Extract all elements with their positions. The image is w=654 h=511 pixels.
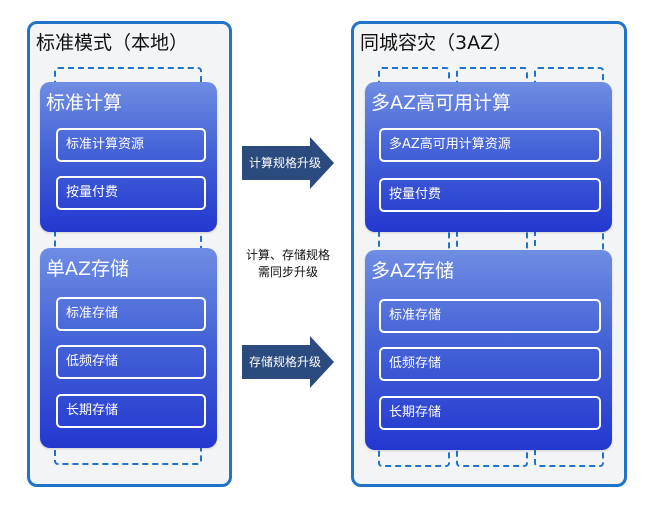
local-compute-resource: 标准计算资源 [56, 128, 206, 162]
sync-upgrade-note: 计算、存储规格 需同步升级 [236, 247, 340, 281]
local-storage-standard: 标准存储 [56, 297, 206, 331]
local-compute-billing: 按量付费 [56, 176, 206, 210]
local-storage-group: 单AZ存储 标准存储 低频存储 长期存储 [40, 248, 217, 448]
storage-upgrade-arrow: 存储规格升级 [242, 336, 334, 388]
dr-compute-title: 多AZ高可用计算 [371, 92, 512, 114]
dr-storage-group: 多AZ存储 标准存储 低频存储 长期存储 [365, 250, 612, 450]
dr-compute-billing: 按量付费 [379, 178, 601, 212]
compute-upgrade-arrow: 计算规格升级 [242, 137, 334, 189]
local-compute-group: 标准计算 标准计算资源 按量付费 [40, 82, 217, 232]
local-storage-archive: 长期存储 [56, 394, 206, 428]
local-storage-infrequent: 低频存储 [56, 345, 206, 379]
local-storage-title: 单AZ存储 [46, 258, 130, 280]
arrow-right-icon [242, 336, 334, 388]
dr-compute-resource: 多AZ高可用计算资源 [379, 128, 601, 162]
dr-mode-title: 同城容灾（3AZ） [360, 32, 513, 54]
arrow-right-icon [242, 137, 334, 189]
dr-storage-infrequent: 低频存储 [379, 347, 601, 381]
storage-upgrade-label: 存储规格升级 [248, 355, 321, 369]
dr-storage-archive: 长期存储 [379, 396, 601, 430]
sync-upgrade-note-line1: 计算、存储规格 [245, 248, 330, 262]
sync-upgrade-note-line2: 需同步升级 [257, 265, 318, 279]
dr-compute-group: 多AZ高可用计算 多AZ高可用计算资源 按量付费 [365, 82, 612, 232]
compute-upgrade-label: 计算规格升级 [248, 156, 321, 170]
local-mode-title: 标准模式（本地） [36, 32, 189, 54]
local-compute-title: 标准计算 [46, 92, 123, 114]
dr-storage-standard: 标准存储 [379, 299, 601, 333]
dr-storage-title: 多AZ存储 [371, 260, 455, 282]
